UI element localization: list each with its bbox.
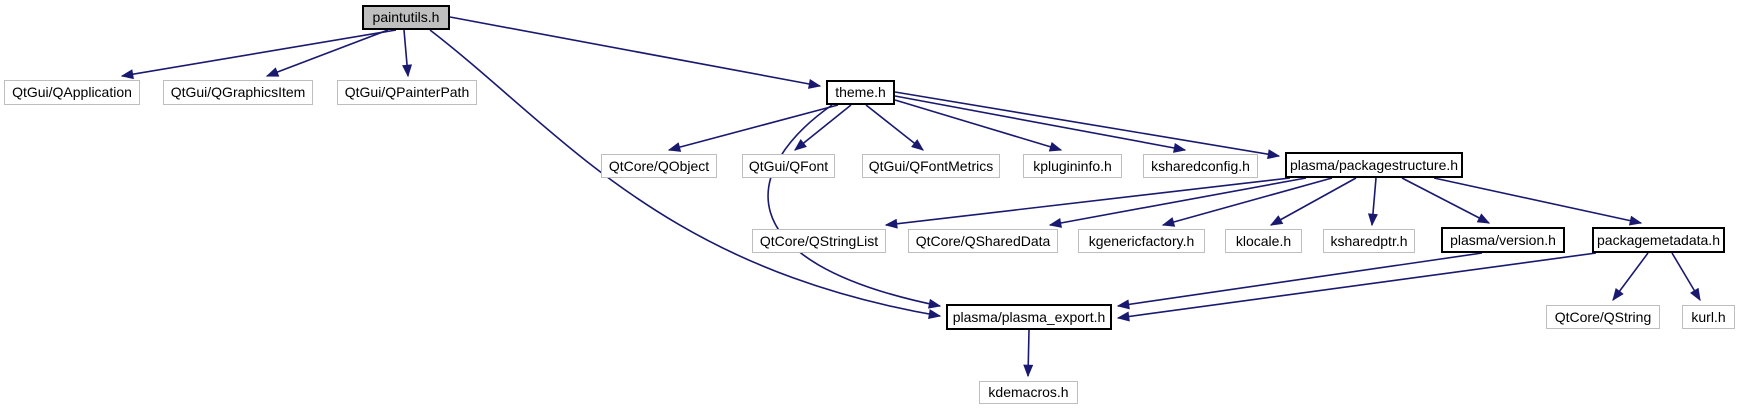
edge-packagemetadata-to-qstring [1612,252,1649,302]
edge-theme-to-plasma-export [767,104,942,309]
edge-version-to-plasma-export [1116,252,1483,310]
node-qstringlist: QtCore/QStringList [752,229,886,253]
edge-theme-to-kplugininfo [894,99,1063,152]
node-qfont: QtGui/QFont [742,154,835,178]
node-ksharedptr: ksharedptr.h [1323,229,1415,253]
edge-paintutils-to-qgraphicsitem [265,29,389,77]
node-kgenericfactory: kgenericfactory.h [1078,229,1205,253]
edge-paintutils-to-plasma-export [429,29,942,320]
node-qpainterpath: QtGui/QPainterPath [337,80,477,105]
node-klocale: klocale.h [1225,229,1302,253]
edge-packagestructure-to-klocale [1269,177,1357,226]
node-qshareddata: QtCore/QSharedData [908,229,1058,253]
edge-packagestructure-to-qstringlist [884,177,1291,229]
edge-packagemetadata-to-plasma-export [1116,252,1597,322]
node-qobject: QtCore/QObject [601,154,717,178]
edge-paintutils-to-qapplication [120,29,397,80]
node-version[interactable]: plasma/version.h [1441,227,1565,253]
edge-paintutils-to-theme [449,16,822,89]
edge-packagestructure-to-ksharedptr [1367,177,1378,227]
node-paintutils: paintutils.h [362,5,450,30]
edge-theme-to-qobject [667,104,839,152]
edge-theme-to-packagestructure [894,91,1281,160]
node-kurl: kurl.h [1682,305,1735,329]
edge-theme-to-qfont [794,104,852,151]
node-qstring: QtCore/QString [1546,305,1660,329]
edge-packagestructure-to-kgenericfactory [1161,177,1333,227]
edge-theme-to-qfontmetrics [865,104,924,151]
node-packagemetadata[interactable]: packagemetadata.h [1592,227,1725,253]
node-kdemacros: kdemacros.h [979,381,1078,404]
node-ksharedconfig: ksharedconfig.h [1143,154,1258,178]
edge-packagestructure-to-qshareddata [1048,177,1307,228]
node-qgraphicsitem: QtGui/QGraphicsItem [163,80,313,105]
edge-packagestructure-to-packagemetadata [1433,177,1643,226]
node-qfontmetrics: QtGui/QFontMetrics [862,154,1000,178]
node-kplugininfo: kplugininfo.h [1023,154,1122,178]
node-plasma-export[interactable]: plasma/plasma_export.h [946,304,1112,330]
edge-plasma-export-to-kdemacros [1023,329,1034,378]
node-packagestructure[interactable]: plasma/packagestructure.h [1285,152,1463,178]
edge-packagestructure-to-version [1401,177,1491,224]
node-qapplication: QtGui/QApplication [4,80,140,105]
edge-paintutils-to-qpainterpath [402,29,413,78]
edge-theme-to-ksharedconfig [894,95,1187,153]
edge-packagemetadata-to-kurl [1671,252,1701,302]
node-theme[interactable]: theme.h [826,80,895,105]
